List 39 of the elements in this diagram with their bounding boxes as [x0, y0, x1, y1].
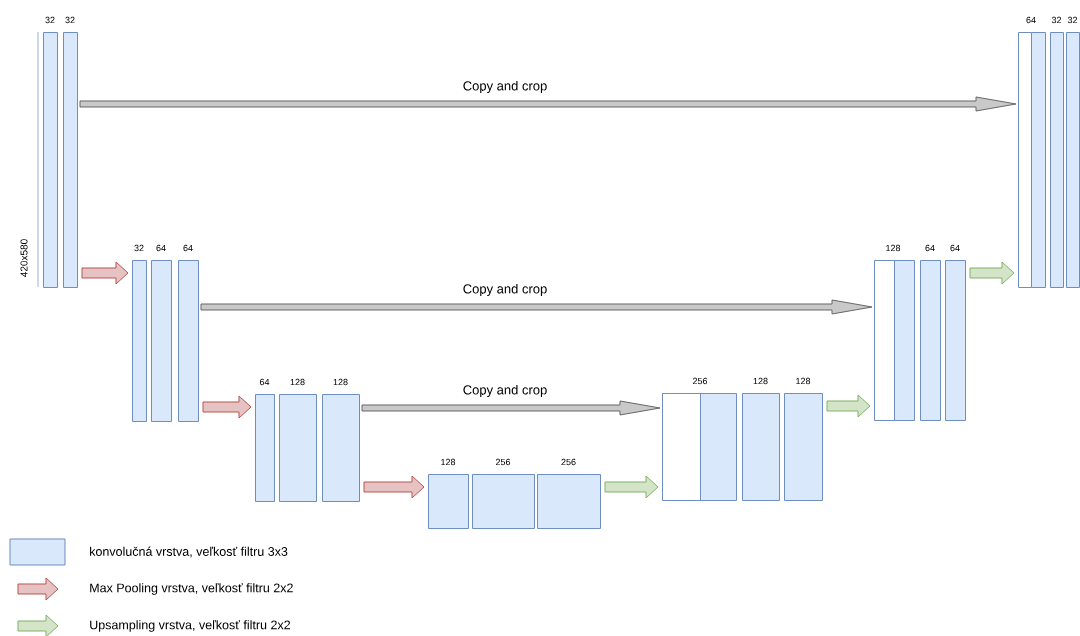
channel-count: 128 [333, 378, 348, 386]
edge-label: Copy and crop [461, 383, 549, 399]
size-label: 420x580 [20, 239, 28, 277]
channel-count: 64 [925, 244, 935, 252]
channel-count: 256 [561, 458, 576, 466]
legend-text: Upsampling vrstva, veľkosť filtru 2x2 [90, 620, 290, 632]
channel-count: 64 [183, 244, 193, 252]
layer-bar [662, 393, 701, 501]
layer-bar [1018, 32, 1032, 288]
channel-count: 64 [1026, 16, 1036, 24]
channel-count: 32 [1067, 16, 1078, 24]
arrow [604, 475, 659, 499]
channel-count: 32 [134, 244, 144, 252]
channel-count: 128 [753, 377, 768, 385]
arrow [826, 394, 871, 418]
channel-count: 64 [156, 244, 166, 252]
channel-count: 128 [441, 458, 456, 466]
edge-label: Copy and crop [461, 79, 549, 95]
arrow [969, 261, 1015, 285]
legend-text: konvolučná vrstva, veľkosť filtru 3x3 [90, 546, 288, 558]
channel-count: 32 [1051, 16, 1062, 24]
arrow [363, 475, 425, 499]
legend-text: Max Pooling vrstva, veľkosť filtru 2x2 [90, 583, 293, 595]
channel-count: 32 [45, 16, 55, 24]
arrow [81, 261, 129, 285]
channel-count: 64 [950, 244, 960, 252]
channel-count: 128 [290, 378, 305, 386]
channel-count: 128 [796, 377, 811, 385]
arrow [79, 96, 1017, 112]
channel-count: 256 [495, 458, 511, 466]
channel-count: 32 [65, 16, 75, 24]
arrow [361, 400, 661, 416]
edge-label: Copy and crop [461, 282, 549, 298]
layer-bar [874, 260, 895, 421]
arrow [200, 299, 873, 315]
channel-count: 256 [692, 377, 708, 385]
arrow [202, 395, 252, 419]
channel-count: 128 [886, 244, 901, 252]
channel-count: 64 [259, 378, 270, 386]
